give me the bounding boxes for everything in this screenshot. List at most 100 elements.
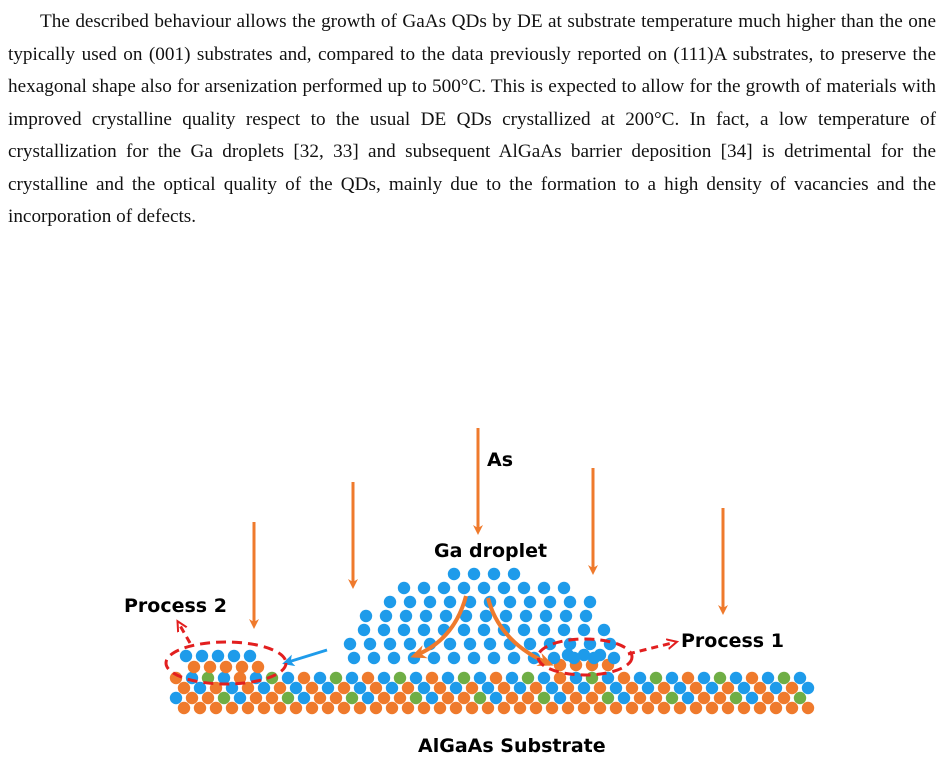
as-atom	[251, 660, 265, 674]
as-atom	[753, 681, 767, 695]
ga-atom	[519, 609, 533, 623]
as-atom	[457, 691, 471, 705]
ga-atom	[523, 595, 537, 609]
as-atom	[401, 701, 415, 715]
as-atom	[689, 701, 703, 715]
al-atom	[777, 671, 791, 685]
ga-atom	[417, 681, 431, 695]
ga-atom	[359, 609, 373, 623]
as-atom	[657, 681, 671, 695]
as-atom	[505, 691, 519, 705]
ga-atom	[543, 595, 557, 609]
ga-atom	[457, 623, 471, 637]
as-atom	[249, 691, 263, 705]
as-atom	[441, 691, 455, 705]
as-atom	[241, 681, 255, 695]
ga-atom	[617, 691, 631, 705]
as-atom	[353, 701, 367, 715]
ga-atom	[403, 595, 417, 609]
ga-atom	[297, 691, 311, 705]
as-atom	[433, 701, 447, 715]
as-atom	[481, 701, 495, 715]
as-atom	[585, 691, 599, 705]
ga-atom	[761, 671, 775, 685]
as-atom	[225, 701, 239, 715]
as-atom	[203, 660, 217, 674]
ga-atom	[427, 651, 441, 665]
as-atom	[241, 701, 255, 715]
ga-atom	[641, 681, 655, 695]
ga-atom	[507, 567, 521, 581]
ga-atom	[577, 681, 591, 695]
al-atom	[457, 671, 471, 685]
ga-atom	[357, 623, 371, 637]
ga-atom	[729, 671, 743, 685]
ga-atom	[745, 691, 759, 705]
al-atom	[601, 691, 615, 705]
as-atom	[553, 671, 567, 685]
ga-atom	[343, 637, 357, 651]
body-paragraph: The described behaviour allows the growt…	[8, 6, 936, 234]
ga-atom	[563, 595, 577, 609]
as-atom	[801, 701, 815, 715]
ga-atom	[467, 567, 481, 581]
ga-atom	[697, 671, 711, 685]
as-atom	[609, 701, 623, 715]
al-atom	[665, 691, 679, 705]
as-atom	[361, 671, 375, 685]
as-atom	[273, 681, 287, 695]
as-atom	[489, 671, 503, 685]
as-atom	[385, 701, 399, 715]
ga-migration-arrow	[282, 648, 328, 667]
ga-atom	[489, 691, 503, 705]
as-atom	[297, 671, 311, 685]
ga-atom	[481, 681, 495, 695]
as-atom	[705, 701, 719, 715]
process-1-outline	[536, 637, 634, 677]
ga-atom	[367, 651, 381, 665]
process-1-label: Process 1	[681, 630, 784, 652]
process-2-arrow	[178, 622, 192, 644]
as-atom	[785, 681, 799, 695]
ga-atom	[419, 609, 433, 623]
as-atom	[369, 681, 383, 695]
ga-atom	[417, 581, 431, 595]
as-atom	[377, 691, 391, 705]
al-atom	[649, 671, 663, 685]
ga-atom	[553, 691, 567, 705]
ga-atom	[473, 671, 487, 685]
process-2-label: Process 2	[124, 595, 227, 617]
as-atom	[561, 701, 575, 715]
ga-atom	[507, 651, 521, 665]
ga-atom	[583, 595, 597, 609]
as-atom	[177, 701, 191, 715]
ga-atom	[383, 637, 397, 651]
ga-atom	[567, 651, 581, 665]
ga-atom	[609, 681, 623, 695]
as-atom	[625, 701, 639, 715]
ga-atom	[417, 623, 431, 637]
ga-atom	[409, 671, 423, 685]
as-atom	[465, 681, 479, 695]
ga-atom	[801, 681, 815, 695]
as-atom	[721, 681, 735, 695]
ga-atom	[379, 609, 393, 623]
process-2-outline	[164, 640, 288, 686]
ga-atom	[597, 623, 611, 637]
as-flux-arrows	[249, 428, 728, 629]
as-atom	[529, 701, 543, 715]
ga-atom	[447, 651, 461, 665]
ga-atom	[523, 637, 537, 651]
ga-atom	[477, 581, 491, 595]
al-atom	[201, 671, 215, 685]
ga-atom	[665, 671, 679, 685]
ga-atom	[243, 649, 257, 663]
ga-atom	[577, 623, 591, 637]
ga-atom	[443, 595, 457, 609]
as-atom	[649, 691, 663, 705]
ga-atom	[633, 671, 647, 685]
ga-atom	[377, 671, 391, 685]
as-atom	[593, 701, 607, 715]
as-atom	[521, 691, 535, 705]
